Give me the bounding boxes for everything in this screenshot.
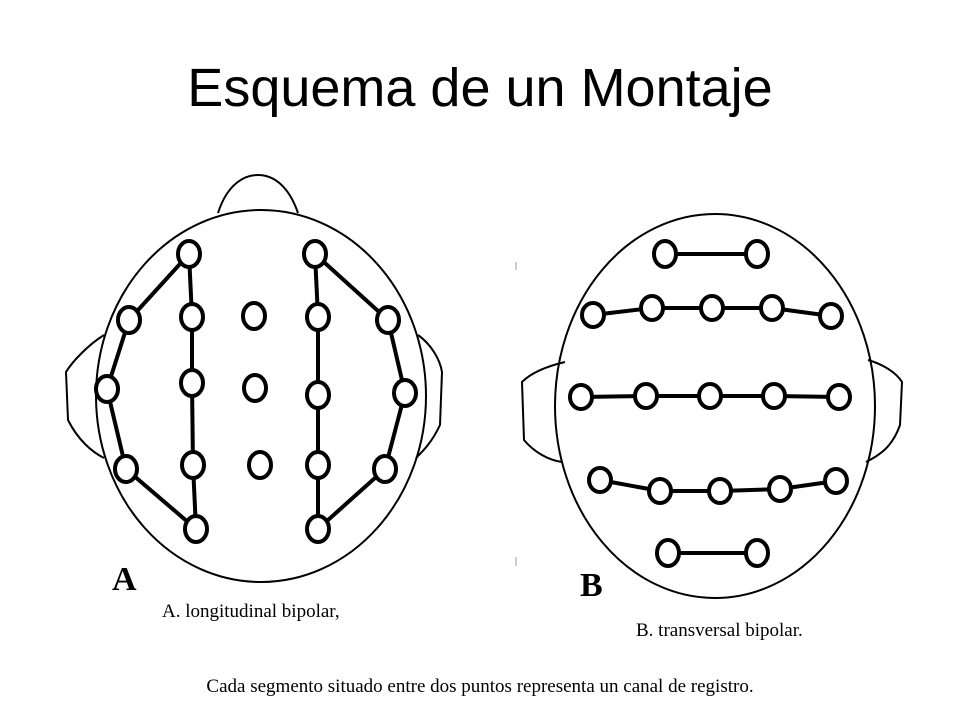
electrode bbox=[633, 382, 659, 410]
electrode bbox=[392, 378, 418, 408]
electrode bbox=[94, 374, 120, 404]
caption-a: A. longitudinal bipolar, bbox=[162, 601, 340, 622]
electrode bbox=[826, 383, 852, 411]
electrode bbox=[241, 301, 267, 331]
electrode bbox=[183, 514, 209, 544]
electrode bbox=[744, 538, 770, 568]
electrode bbox=[823, 467, 849, 495]
slide-title: Esquema de un Montaje bbox=[187, 58, 773, 118]
electrode bbox=[818, 302, 844, 330]
electrode bbox=[372, 454, 398, 484]
electrode bbox=[759, 294, 785, 322]
electrode bbox=[767, 475, 793, 503]
electrode bbox=[302, 239, 328, 269]
electrode bbox=[247, 450, 273, 480]
electrode bbox=[176, 239, 202, 269]
electrode bbox=[697, 382, 723, 410]
panel-b-letter: B bbox=[580, 567, 603, 604]
electrode bbox=[707, 477, 733, 505]
electrode bbox=[375, 305, 401, 335]
electrode bbox=[580, 301, 606, 329]
electrode bbox=[305, 380, 331, 410]
electrode bbox=[116, 305, 142, 335]
electrode bbox=[744, 239, 770, 269]
head-b-electrodes bbox=[568, 239, 852, 568]
head-b-left-ear bbox=[520, 361, 566, 463]
head-a-left-ear bbox=[64, 334, 105, 459]
head-a-electrodes bbox=[94, 239, 418, 544]
electrode bbox=[647, 477, 673, 505]
electrode bbox=[242, 373, 268, 403]
electrode bbox=[639, 294, 665, 322]
electrode bbox=[180, 450, 206, 480]
electrode bbox=[587, 466, 613, 494]
electrode bbox=[761, 382, 787, 410]
head-b-outline bbox=[554, 213, 876, 599]
electrode bbox=[305, 302, 331, 332]
electrode bbox=[113, 454, 139, 484]
electrode bbox=[305, 514, 331, 544]
head-b-right-ear bbox=[865, 359, 904, 463]
electrode bbox=[179, 368, 205, 398]
caption-b: B. transversal bipolar. bbox=[636, 620, 803, 641]
footnote: Cada segmento situado entre dos puntos r… bbox=[206, 676, 754, 697]
head-a-nose bbox=[217, 173, 299, 214]
electrode bbox=[652, 239, 678, 269]
head-a-right-ear bbox=[415, 334, 444, 459]
head-b bbox=[520, 213, 904, 599]
electrode bbox=[568, 383, 594, 411]
electrode bbox=[655, 538, 681, 568]
electrode bbox=[179, 302, 205, 332]
electrode bbox=[699, 294, 725, 322]
panel-a-letter: A bbox=[112, 561, 137, 598]
electrode bbox=[305, 450, 331, 480]
